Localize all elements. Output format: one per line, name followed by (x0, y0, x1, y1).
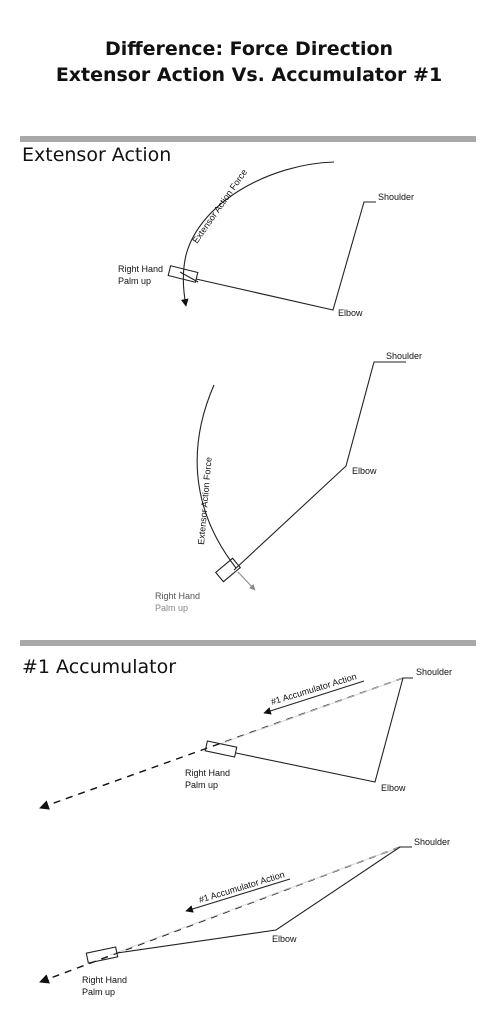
elbow-label: Elbow (338, 308, 363, 318)
palm-up-label: Palm up (82, 987, 115, 997)
right-hand-marker (85, 946, 119, 964)
diagram-title-line-1: Difference: Force Direction (104, 38, 394, 60)
elbow-label: Elbow (272, 934, 297, 944)
accumulator-action-label: #1 Accumulator Action (198, 869, 286, 905)
right-hand-label: Right Hand (155, 591, 200, 601)
right-hand-label: Right Hand (185, 768, 230, 778)
diagram-accumulator-1: Shoulder Elbow Right Hand Palm up #1 Acc… (39, 667, 452, 810)
shoulder-label: Shoulder (416, 667, 452, 677)
diagram-extensor-2: Shoulder Elbow Right Hand Palm up Extens… (155, 351, 422, 613)
diagram-title-line-2: Extensor Action Vs. Accumulator #1 (55, 64, 443, 86)
shoulder-label: Shoulder (378, 192, 414, 202)
shoulder-label: Shoulder (386, 351, 422, 361)
right-hand-label: Right Hand (82, 975, 127, 985)
arm-line (116, 846, 412, 954)
diagram-accumulator-2: Shoulder Elbow Right Hand Palm up #1 Acc… (39, 837, 450, 997)
accumulator-action-arrow (185, 878, 291, 913)
palm-up-label: Palm up (118, 276, 151, 286)
extensor-force-arc (196, 384, 237, 569)
shaft-guide (219, 677, 404, 745)
accumulator-action-label: #1 Accumulator Action (270, 671, 358, 707)
section-heading-extensor: Extensor Action (22, 144, 172, 166)
extensor-force-label: Extensor Action Force (190, 167, 249, 245)
shoulder-label: Shoulder (414, 837, 450, 847)
right-hand-marker (214, 557, 242, 583)
elbow-label: Elbow (352, 466, 377, 476)
right-hand-label: Right Hand (118, 264, 163, 274)
palm-up-label: Palm up (185, 780, 218, 790)
extensor-force-arrowhead (237, 571, 256, 591)
right-hand-marker (167, 265, 199, 283)
diagram-extensor-1: Shoulder Elbow Right Hand Palm up Extens… (118, 161, 414, 318)
arm-line (195, 201, 376, 311)
palm-up-label: Palm up (155, 603, 188, 613)
right-hand-marker (204, 740, 238, 758)
arm-line (233, 361, 406, 571)
extensor-force-label: Extensor Action Force (196, 457, 214, 546)
arm-line (235, 677, 413, 783)
shaft-guide (109, 846, 401, 956)
section-divider-accumulator (20, 640, 476, 646)
section-divider-extensor (20, 136, 476, 142)
elbow-label: Elbow (381, 783, 406, 793)
palm-tick (179, 271, 199, 283)
extensor-force-arrow (180, 161, 335, 307)
section-heading-accumulator: #1 Accumulator (22, 656, 177, 678)
accumulator-action-arrow (263, 680, 365, 715)
